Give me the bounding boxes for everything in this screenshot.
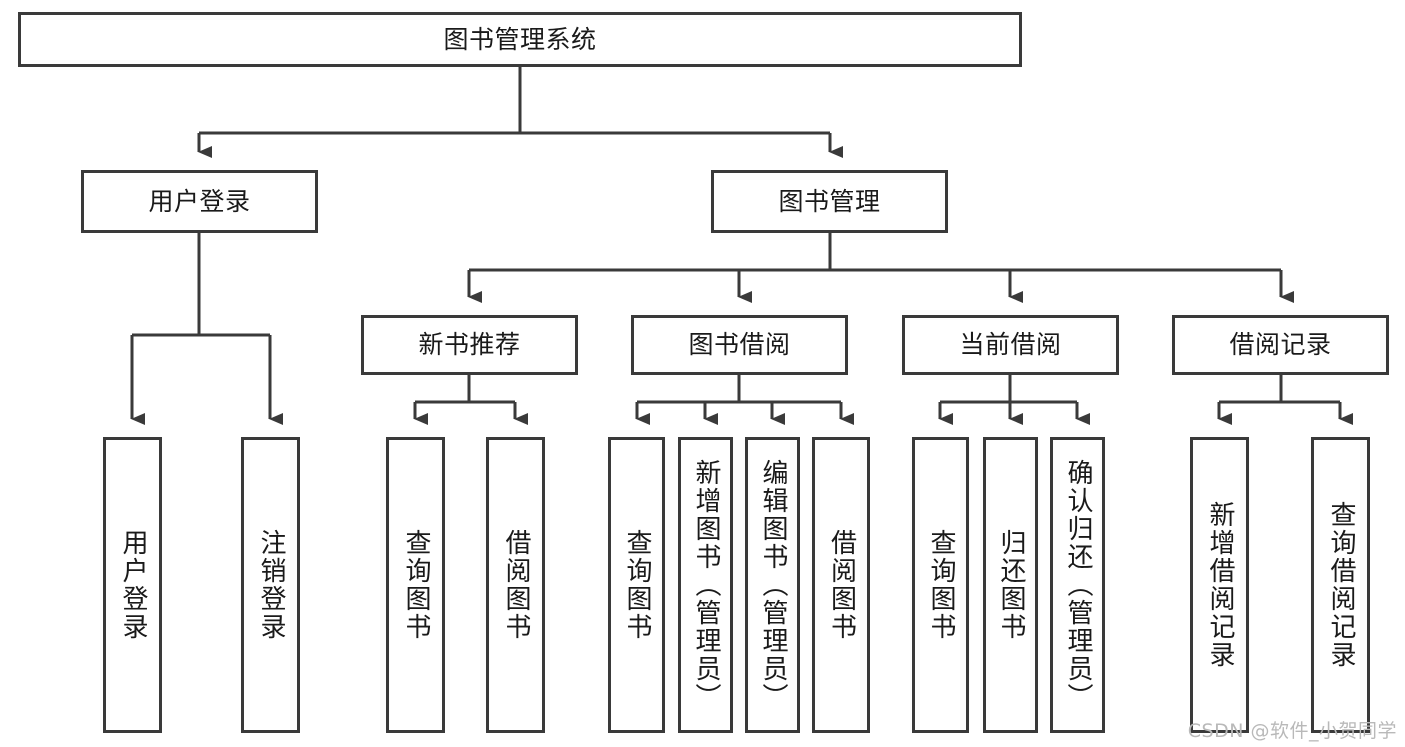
node-user-login-label: 用户登录	[148, 186, 251, 216]
node-leaf-add-book-admin-label: 新增图书（管理员）	[691, 459, 722, 711]
node-book-mgmt[interactable]: 图书管理	[711, 170, 948, 233]
node-book-mgmt-label: 图书管理	[778, 186, 881, 216]
csdn-watermark: CSDN @软件_小贺同学	[1187, 720, 1397, 742]
node-leaf-query-book-3[interactable]: 查询图书	[912, 437, 969, 733]
node-leaf-edit-book-admin[interactable]: 编辑图书（管理员）	[745, 437, 800, 733]
node-leaf-add-record[interactable]: 新增借阅记录	[1190, 437, 1249, 733]
node-leaf-query-record[interactable]: 查询借阅记录	[1311, 437, 1370, 733]
node-leaf-confirm-return-admin[interactable]: 确认归还（管理员）	[1050, 437, 1105, 733]
edge-group-user-login	[130, 233, 283, 425]
node-leaf-query-record-label: 查询借阅记录	[1326, 501, 1357, 669]
node-root-label: 图书管理系统	[443, 24, 597, 54]
node-leaf-edit-book-admin-label: 编辑图书（管理员）	[758, 459, 789, 711]
node-leaf-add-book-admin[interactable]: 新增图书（管理员）	[678, 437, 733, 733]
node-leaf-user-login[interactable]: 用户登录	[103, 437, 162, 733]
node-current-borrow-label: 当前借阅	[959, 330, 1062, 360]
node-leaf-user-logout-label: 注销登录	[256, 529, 287, 641]
node-book-borrow[interactable]: 图书借阅	[631, 315, 848, 375]
edge-group-current-borrow	[938, 375, 1090, 425]
edge-group-root	[197, 67, 843, 158]
node-root[interactable]: 图书管理系统	[18, 12, 1022, 67]
node-leaf-borrow-book-2[interactable]: 借阅图书	[812, 437, 870, 733]
node-borrow-record-label: 借阅记录	[1229, 330, 1332, 360]
node-leaf-user-logout[interactable]: 注销登录	[241, 437, 300, 733]
node-leaf-query-book-3-label: 查询图书	[926, 529, 957, 641]
edge-group-borrow-record	[1217, 375, 1353, 425]
node-current-borrow[interactable]: 当前借阅	[902, 315, 1119, 375]
node-book-borrow-label: 图书借阅	[688, 330, 791, 360]
node-leaf-add-record-label: 新增借阅记录	[1205, 501, 1236, 669]
node-leaf-borrow-book-2-label: 借阅图书	[826, 529, 857, 641]
edge-group-book-mgmt	[467, 233, 1294, 303]
node-new-book-rec-label: 新书推荐	[418, 330, 521, 360]
node-leaf-confirm-return-admin-label: 确认归还（管理员）	[1063, 459, 1094, 711]
node-leaf-user-login-label: 用户登录	[118, 529, 149, 641]
node-new-book-rec[interactable]: 新书推荐	[361, 315, 578, 375]
node-leaf-return-book[interactable]: 归还图书	[983, 437, 1038, 733]
edge-group-new-book-rec	[413, 375, 528, 425]
node-leaf-borrow-book-1-label: 借阅图书	[501, 529, 532, 641]
node-leaf-query-book-2[interactable]: 查询图书	[608, 437, 665, 733]
edge-group-book-borrow	[635, 375, 854, 425]
node-leaf-borrow-book-1[interactable]: 借阅图书	[486, 437, 545, 733]
node-leaf-query-book-1-label: 查询图书	[401, 529, 432, 641]
node-leaf-return-book-label: 归还图书	[996, 529, 1027, 641]
node-leaf-query-book-1[interactable]: 查询图书	[386, 437, 445, 733]
node-leaf-query-book-2-label: 查询图书	[622, 529, 653, 641]
node-user-login[interactable]: 用户登录	[81, 170, 318, 233]
node-borrow-record[interactable]: 借阅记录	[1172, 315, 1389, 375]
